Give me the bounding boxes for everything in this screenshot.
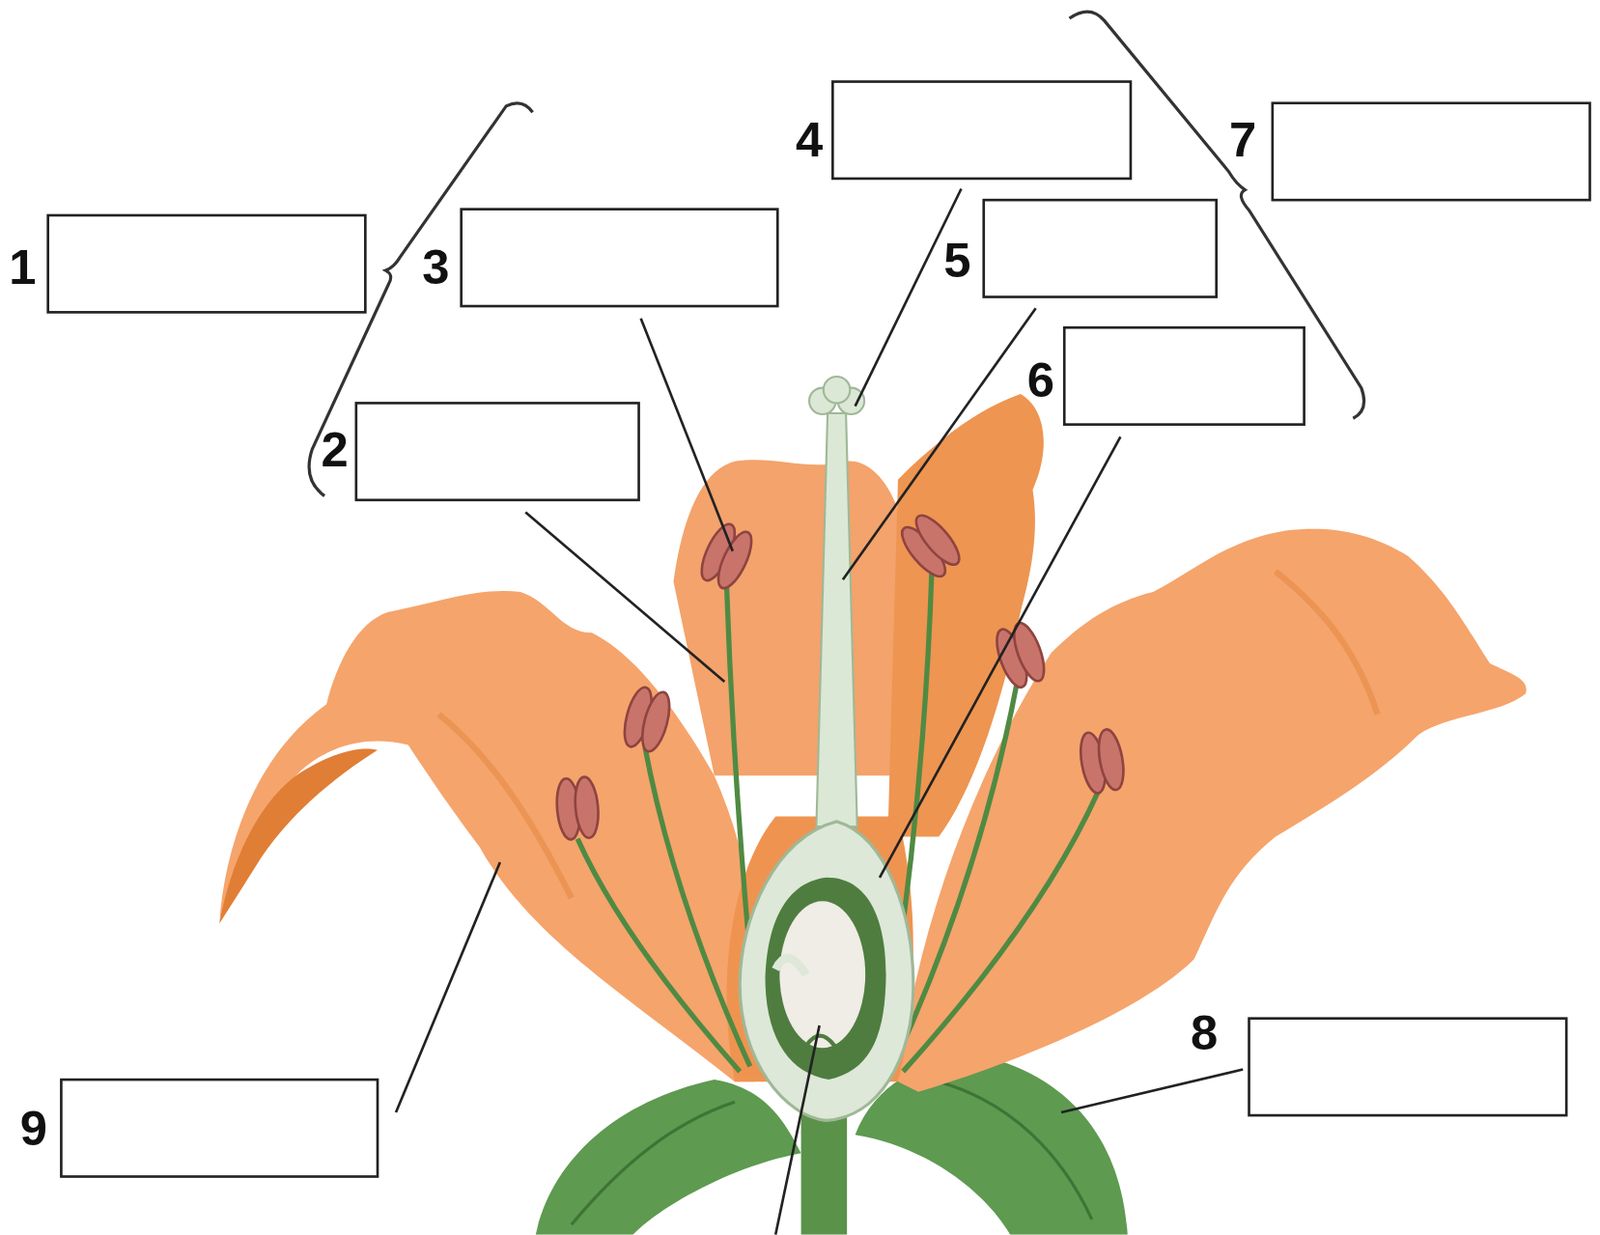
callout-number: 4 (795, 114, 823, 165)
pistil (739, 376, 914, 1121)
callout-number: 9 (20, 1103, 48, 1153)
callout-number: 2 (321, 425, 349, 476)
callout-number: 5 (943, 236, 971, 286)
callout-number: 3 (421, 243, 450, 293)
callout-number: 1 (8, 243, 36, 293)
answer-boxes (48, 82, 1591, 1178)
callout-number: 8 (1190, 1009, 1218, 1059)
petals (219, 393, 1527, 1093)
callout-number: 7 (1229, 114, 1257, 165)
callout-number: 6 (1027, 356, 1055, 406)
leader-lines (395, 189, 1243, 1235)
